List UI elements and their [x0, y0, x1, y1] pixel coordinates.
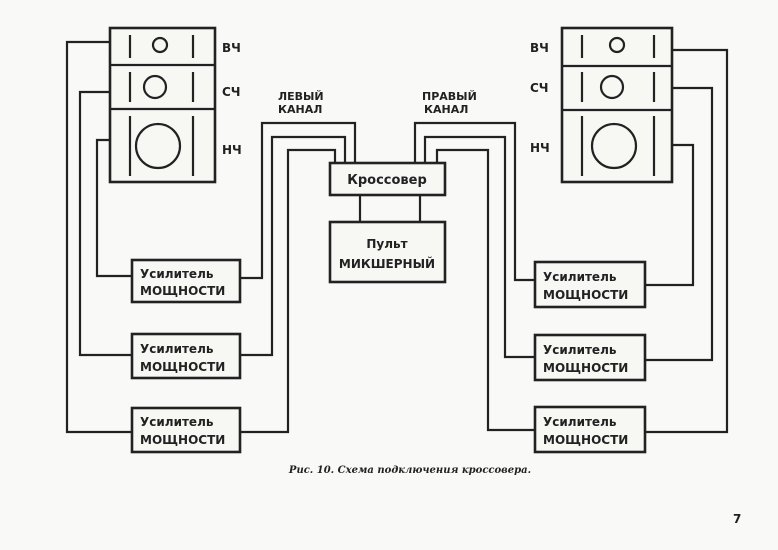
amplifier-label-line2: МОЩНОСТИ [543, 433, 628, 447]
left-amplifier-mid: Усилитель МОЩНОСТИ [130, 332, 242, 380]
amplifier-label-line1: Усилитель [140, 342, 214, 356]
left-amplifier-low: Усилитель МОЩНОСТИ [130, 258, 242, 304]
amplifier-label-line1: Усилитель [543, 415, 617, 429]
mixer-label-line2: МИКШЕРНЫЙ [339, 256, 435, 271]
right-band-label-high: ВЧ [530, 41, 549, 55]
right-amplifier-low: Усилитель МОЩНОСТИ [533, 260, 647, 309]
mixing-console-block: Пульт МИКШЕРНЫЙ [328, 220, 447, 284]
wiring [65, 40, 729, 434]
right-amplifier-high: Усилитель МОЩНОСТИ [533, 405, 647, 454]
tweeter-icon [608, 36, 626, 54]
amplifier-label-line2: МОЩНОСТИ [140, 433, 225, 447]
right-band-label-mid: СЧ [530, 81, 549, 95]
tweeter-icon [151, 36, 169, 54]
left-band-label-high: ВЧ [222, 41, 241, 55]
page-number: 7 [733, 512, 741, 526]
crossover-label: Кроссовер [347, 173, 427, 188]
figure-caption: Рис. 10. Схема подключения кроссовера. [288, 465, 531, 476]
right-band-label-low: НЧ [530, 141, 550, 155]
amplifier-label-line2: МОЩНОСТИ [140, 284, 225, 298]
woofer-icon [134, 122, 182, 170]
left-band-label-mid: СЧ [222, 85, 241, 99]
amplifier-label-line1: Усилитель [543, 270, 617, 284]
right-channel-label-line2: КАНАЛ [424, 103, 468, 116]
left-channel-label-line2: КАНАЛ [278, 103, 322, 116]
right-channel-label-line1: ПРАВЫЙ [422, 90, 477, 103]
mixer-label-line1: Пульт [366, 237, 407, 251]
amplifier-label-line1: Усилитель [140, 267, 214, 281]
amplifier-label-line1: Усилитель [140, 415, 214, 429]
left-speaker-cabinet [108, 26, 217, 184]
right-amplifier-mid: Усилитель МОЩНОСТИ [533, 333, 647, 382]
amplifier-label-line2: МОЩНОСТИ [543, 288, 628, 302]
left-channel-label-line1: ЛЕВЫЙ [278, 90, 324, 103]
amplifier-label-line1: Усилитель [543, 343, 617, 357]
right-speaker-cabinet [560, 26, 674, 184]
midrange-icon [142, 74, 168, 100]
left-amplifier-high: Усилитель МОЩНОСТИ [130, 406, 242, 454]
midrange-icon [599, 74, 625, 100]
amplifier-label-line2: МОЩНОСТИ [140, 360, 225, 374]
amplifier-label-line2: МОЩНОСТИ [543, 361, 628, 375]
left-band-label-low: НЧ [222, 143, 242, 157]
crossover-block: Кроссовер [328, 161, 447, 197]
woofer-icon [590, 122, 638, 170]
